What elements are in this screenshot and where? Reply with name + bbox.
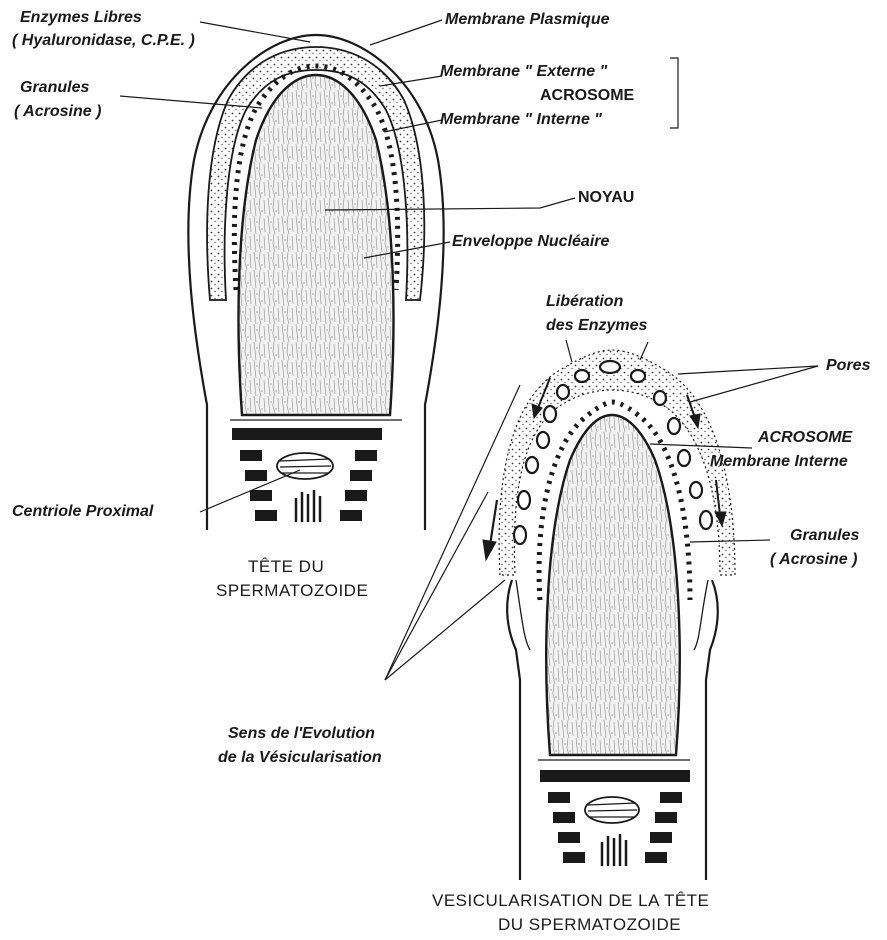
label-centriole: Centriole Proximal xyxy=(12,503,154,520)
left-neck-band xyxy=(232,428,382,440)
labels: Enzymes Libres ( Hyaluronidase, C.P.E. )… xyxy=(12,9,871,934)
label-pores: Pores xyxy=(826,357,871,374)
right-centriole xyxy=(585,797,639,866)
label-liberation-1: Libération xyxy=(546,293,624,310)
label-sens-1: Sens de l'Evolution xyxy=(228,725,375,742)
label-sens-2: de la Vésicularisation xyxy=(218,749,382,766)
label-acrosome-2: ACROSOME xyxy=(757,429,854,446)
left-nucleus xyxy=(239,75,394,415)
right-nucleus xyxy=(546,415,679,755)
caption-right-2: DU SPERMATOZOIDE xyxy=(498,915,681,934)
caption-left-1: TÊTE DU xyxy=(248,557,324,576)
label-acrosome: ACROSOME xyxy=(540,87,635,104)
label-granules-detail-2: ( Acrosine ) xyxy=(770,551,857,568)
label-enveloppe: Enveloppe Nucléaire xyxy=(452,233,609,250)
label-noyau: NOYAU xyxy=(578,189,634,206)
label-membrane-plasmique: Membrane Plasmique xyxy=(445,11,610,28)
label-membrane-interne-2: Membrane Interne xyxy=(710,453,848,470)
caption-right-1: VESICULARISATION DE LA TÊTE xyxy=(432,891,709,910)
label-enzymes-libres: Enzymes Libres xyxy=(20,9,142,26)
caption-left-2: SPERMATOZOIDE xyxy=(216,581,368,600)
label-granules-detail: ( Acrosine ) xyxy=(14,103,101,120)
label-enzymes-detail: ( Hyaluronidase, C.P.E. ) xyxy=(12,32,195,49)
left-centriole xyxy=(277,453,333,522)
label-membrane-interne: Membrane " Interne " xyxy=(440,111,602,128)
label-membrane-externe: Membrane " Externe " xyxy=(440,63,608,80)
label-liberation-2: des Enzymes xyxy=(546,317,647,334)
left-sperm-head xyxy=(188,35,443,530)
right-neck-band xyxy=(540,770,690,782)
label-granules: Granules xyxy=(20,79,89,96)
label-granules-2: Granules xyxy=(790,527,859,544)
right-sperm-head xyxy=(483,350,735,880)
